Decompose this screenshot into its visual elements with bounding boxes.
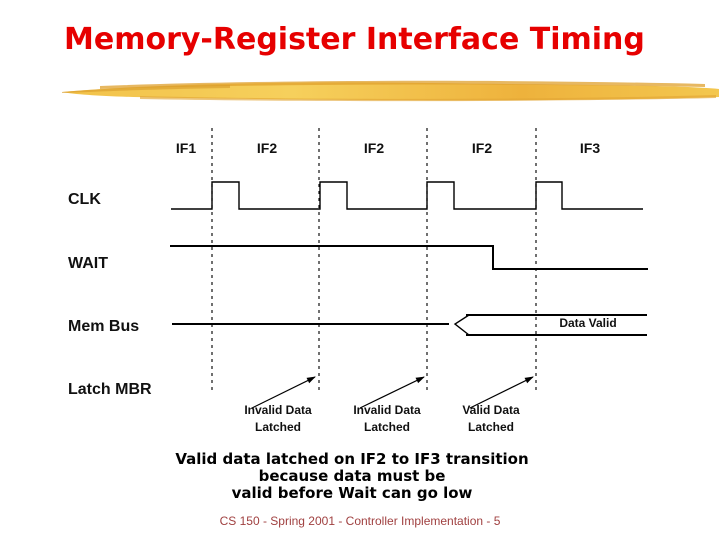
slide-footer: CS 150 - Spring 2001 - Controller Implem… [219,514,501,528]
phase-label-if2-a: IF2 [256,140,278,156]
annotation-line: Invalid Data [353,403,421,417]
annotation-line: Latched [467,420,515,434]
signal-label-mem-bus: Mem Bus [68,318,140,335]
signal-label-clk: CLK [68,191,101,208]
caption-line-3: valid before Wait can go low [231,484,473,502]
mem-bus-transition-chevron [453,314,470,336]
gold-highlight-stroke [62,80,719,102]
annotation-valid-data: Valid Data Latched [462,402,519,436]
clk-waveform [171,181,643,210]
phase-label-if2-b: IF2 [363,140,385,156]
bus-data-valid-label: Data Valid [559,316,617,330]
timing-diagram [170,128,648,409]
signal-label-wait: WAIT [68,255,108,272]
latch-annotation-arrow-1 [251,376,316,409]
latch-annotation-arrow-2 [359,376,425,409]
wait-waveform [170,245,648,270]
caption: Valid data latched on IF2 to IF3 transit… [175,451,528,502]
annotation-line: Valid Data [462,403,520,417]
latch-annotation-arrow-3 [469,376,534,409]
annotation-invalid-data-2: Invalid Data Latched [353,402,420,436]
caption-line-2: because data must be [258,467,446,485]
phase-label-if2-c: IF2 [471,140,493,156]
annotation-line: Invalid Data [244,403,312,417]
annotation-line: Latched [363,420,411,434]
signal-label-latch-mbr: Latch MBR [68,381,152,398]
phase-label-if3: IF3 [579,140,601,156]
annotation-line: Latched [254,420,302,434]
caption-line-1: Valid data latched on IF2 to IF3 transit… [175,450,529,468]
phase-label-if1: IF1 [175,140,197,156]
slide-title: Memory-Register Interface Timing [64,22,645,57]
annotation-invalid-data-1: Invalid Data Latched [244,402,311,436]
